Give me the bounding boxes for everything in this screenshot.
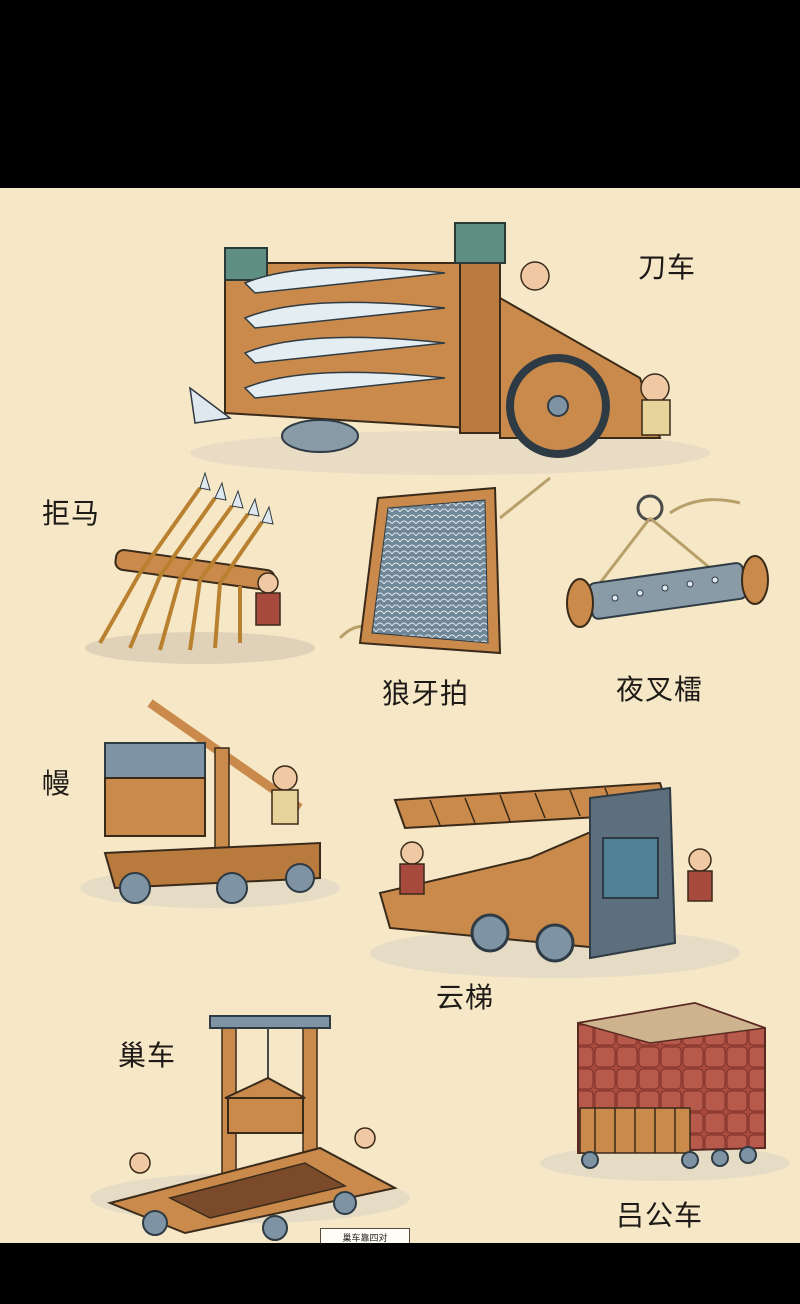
ju-ma-illustration [85, 471, 315, 664]
label-ye-cha-lei: 夜叉檑 [616, 673, 704, 706]
label-man: 幔 [42, 767, 72, 800]
top-black-bar [0, 0, 800, 188]
label-chao-che: 巢车 [118, 1039, 177, 1072]
label-ju-ma: 拒马 [42, 497, 101, 530]
label-lv-gong-che: 吕公车 [616, 1199, 704, 1232]
chao-che-illustration [90, 1015, 410, 1241]
lang-ya-pai-illustration [338, 476, 551, 655]
poster-illustrations [80, 222, 790, 1241]
yun-ti-illustration [370, 781, 740, 978]
ye-cha-lei-illustration [566, 494, 769, 628]
lv-gong-che-illustration [540, 1001, 790, 1181]
dao-che-illustration [189, 222, 710, 475]
label-dao-che: 刀车 [638, 251, 697, 284]
man-illustration [80, 699, 340, 908]
bottom-black-bar [0, 1243, 800, 1304]
label-yun-ti: 云梯 [436, 981, 495, 1014]
siege-weapons-poster: 刀车 拒马 狼牙拍 夜叉檑 幔 云梯 巢车 吕公车 巢车靠四对 [0, 188, 800, 1243]
label-lang-ya-pai: 狼牙拍 [382, 677, 470, 710]
chao-che-annotation: 巢车靠四对 [320, 1228, 410, 1243]
